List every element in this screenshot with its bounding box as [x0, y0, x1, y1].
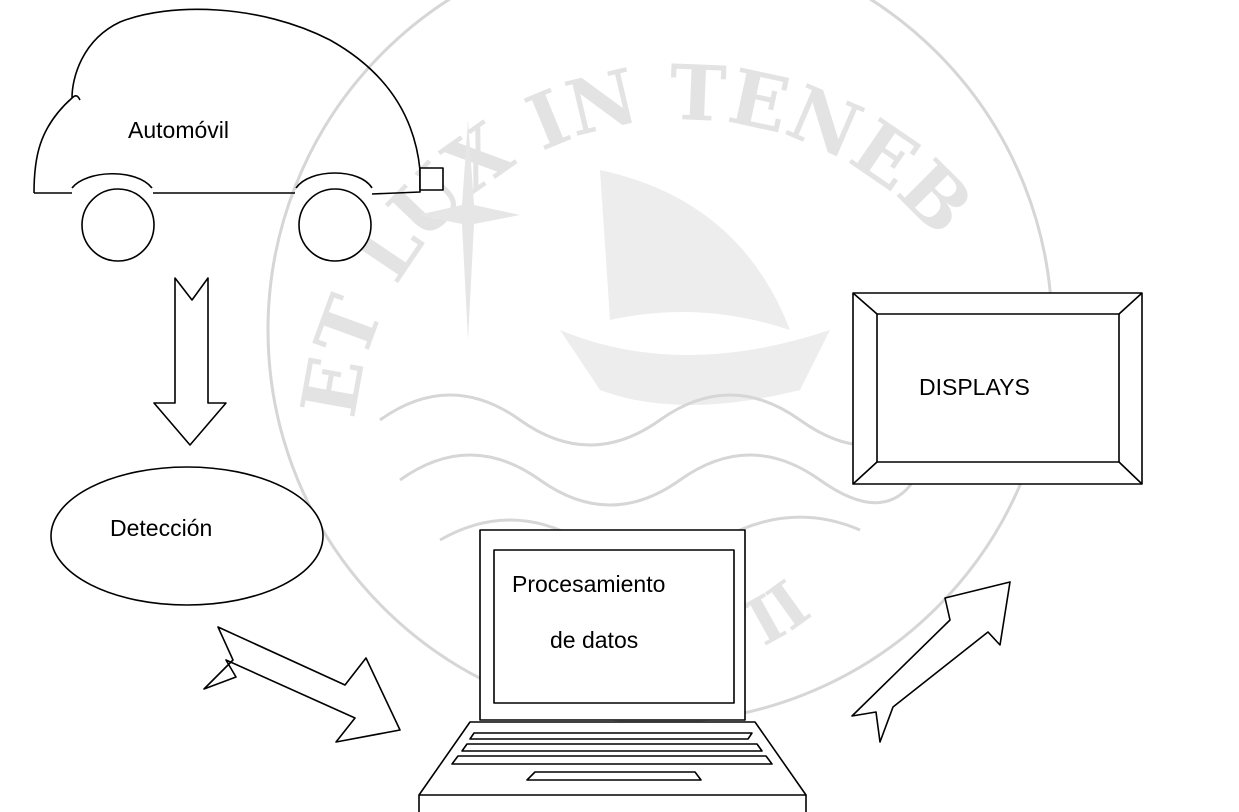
displays-label: DISPLAYS	[919, 374, 1030, 400]
seal-star-icon	[418, 120, 520, 340]
front-wheel-icon	[81, 188, 155, 262]
displays-inner-panel	[876, 313, 1120, 463]
rear-wheel-icon	[298, 188, 372, 262]
detection-ellipse	[50, 466, 324, 606]
detection-node: Detección	[50, 466, 324, 606]
seal-ship-icon	[600, 170, 790, 330]
front-wheel-arch	[71, 172, 153, 189]
arrow-processing-to-displays	[851, 581, 1011, 743]
laptop-screen	[493, 549, 735, 704]
detection-label: Detección	[110, 515, 212, 541]
displays-node: DISPLAYS	[852, 292, 1143, 485]
processing-label-line2: de datos	[550, 627, 638, 653]
laptop-touchpad	[526, 771, 702, 781]
processing-label-line1: Procesamiento	[512, 571, 665, 597]
car-label: Automóvil	[128, 117, 229, 143]
car-body-outline	[33, 8, 421, 195]
processing-node: Procesamiento de datos	[418, 529, 807, 812]
arrow-car-to-detection	[153, 277, 227, 446]
keyboard-row	[469, 732, 753, 740]
arrow-detection-to-processing	[203, 626, 401, 743]
car-node: Automóvil	[33, 8, 444, 262]
car-bumper	[419, 167, 444, 191]
seal-waves-icon	[379, 393, 922, 447]
rear-wheel-arch	[295, 172, 373, 189]
